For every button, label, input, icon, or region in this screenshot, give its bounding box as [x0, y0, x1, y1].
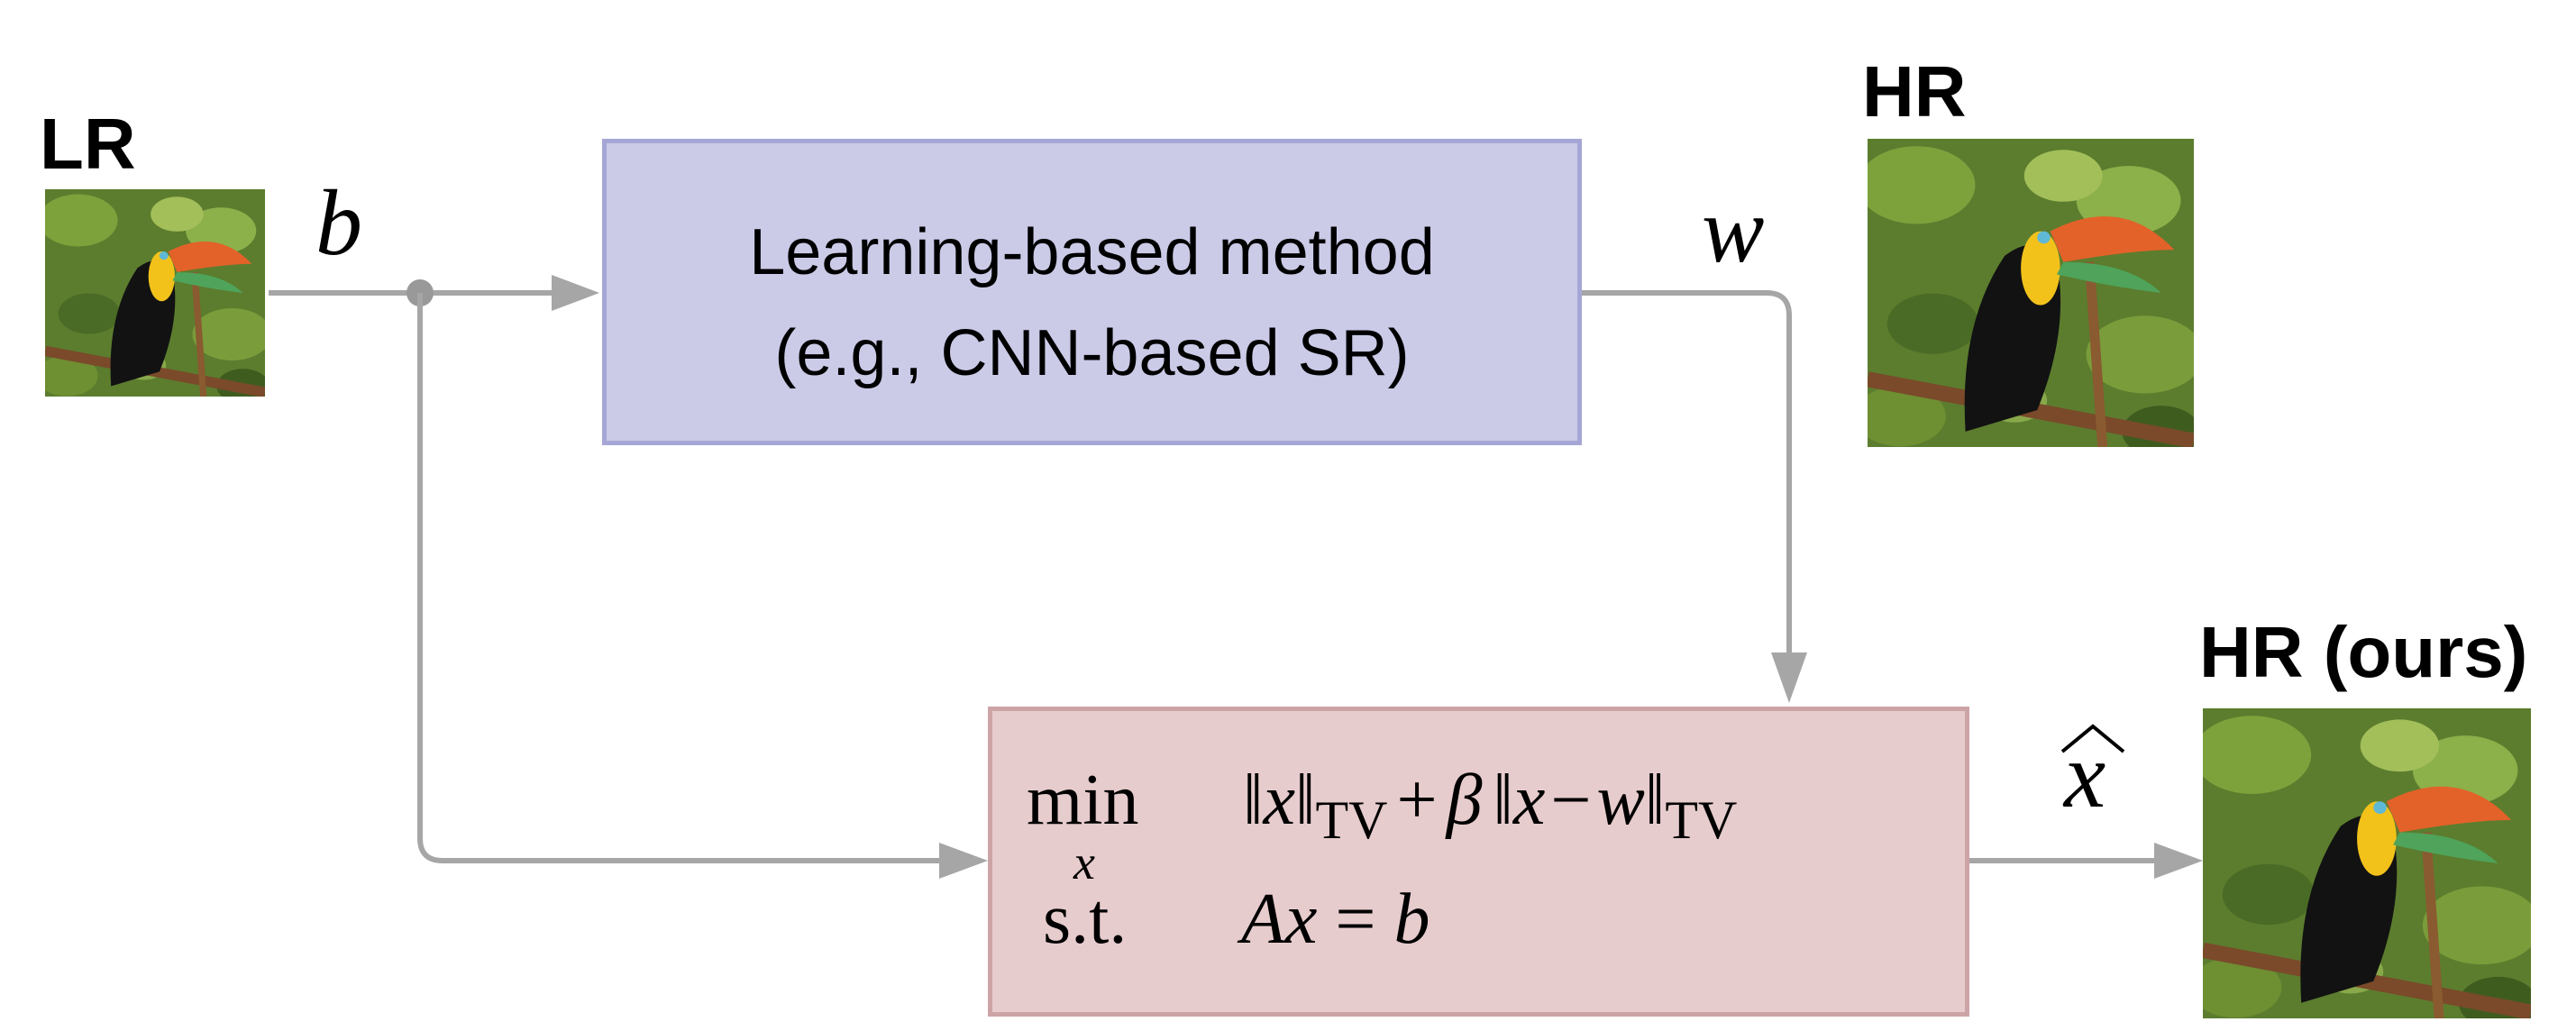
toucan-eye	[2373, 801, 2387, 814]
constraint-A: A	[1241, 880, 1285, 959]
toucan-image	[45, 189, 265, 397]
toucan-beak-lower	[2393, 832, 2498, 863]
norm-bar: ‖	[1294, 761, 1316, 840]
branch-shape	[191, 271, 207, 397]
toucan-chest	[148, 251, 175, 302]
arrow-b-to-optimization	[417, 293, 946, 863]
beta-symbol: β	[1446, 761, 1483, 840]
x-hat-letter: x	[2064, 724, 2106, 827]
objective-x: x	[1263, 761, 1295, 840]
leaf-shape	[45, 194, 118, 247]
leaf-shape	[1886, 293, 1979, 354]
min-operator: min	[1027, 761, 1139, 840]
leaf-shape	[2422, 886, 2531, 965]
hr-ours-image	[2203, 708, 2531, 1018]
toucan-beak	[2386, 786, 2512, 833]
arrowhead-optimization-left	[939, 843, 988, 879]
toucan-image	[1868, 139, 2194, 447]
objective-x2: x	[1512, 761, 1546, 840]
tv-subscript: TV	[1315, 790, 1388, 850]
constraint-b: b	[1393, 880, 1430, 959]
hat-accent	[2060, 724, 2125, 753]
hr-label: HR	[1862, 51, 1967, 132]
arrowhead-learning	[552, 275, 599, 311]
subject-to-label: s.t.	[1043, 880, 1128, 959]
toucan-beak	[168, 241, 252, 272]
leaf-shape	[58, 293, 120, 334]
norm-bar: ‖	[1644, 761, 1666, 840]
minus-sign: −	[1550, 761, 1592, 840]
variable-x-hat: x	[2057, 721, 2129, 827]
toucan-beak-lower	[2056, 261, 2161, 293]
toucan-eye	[2037, 231, 2051, 244]
leaf-shape	[151, 196, 204, 232]
arrowhead-optimization-top	[1771, 652, 1807, 703]
tv-subscript: TV	[1665, 790, 1738, 850]
leaf-shape	[1868, 386, 1946, 447]
arrowhead-output	[2154, 843, 2203, 879]
leaf-shape	[2023, 150, 2103, 202]
variable-b: b	[315, 171, 362, 275]
optimization-box: min x ‖x‖TV+β‖x−w‖TV s.t. Ax=b	[988, 707, 1969, 1017]
toucan-beak-lower	[172, 272, 243, 293]
arrow-w-to-optimization	[1582, 290, 1792, 658]
leaf-shape	[2203, 716, 2312, 794]
lr-image	[45, 189, 265, 397]
branch-shape	[2421, 832, 2444, 1018]
hr-image	[1868, 139, 2194, 447]
leaf-shape	[2203, 956, 2282, 1018]
hr-ours-label: HR (ours)	[2199, 612, 2528, 692]
lr-label: LR	[40, 104, 136, 184]
objective-w: w	[1596, 761, 1645, 840]
leaf-shape	[2222, 863, 2315, 926]
toucan-chest	[2357, 801, 2397, 876]
norm-bar: ‖	[1493, 761, 1513, 840]
equals-sign: =	[1335, 880, 1376, 959]
toucan-beak	[2050, 216, 2175, 262]
leaf-shape	[2360, 719, 2440, 772]
constraint-expression: Ax=b	[1241, 879, 1430, 960]
learning-method-line1: Learning-based method	[749, 216, 1435, 288]
leaf-shape	[45, 355, 98, 397]
norm-bar: ‖	[1243, 761, 1264, 840]
objective-expression: ‖x‖TV+β‖x−w‖TV	[1243, 760, 1737, 850]
leaf-shape	[192, 308, 265, 360]
constraint-x: x	[1284, 880, 1318, 959]
plus-sign: +	[1396, 761, 1438, 840]
toucan-eye	[159, 251, 169, 260]
toucan-image	[2203, 708, 2531, 1018]
variable-w: w	[1702, 178, 1765, 282]
learning-method-box: Learning-based method (e.g., CNN-based S…	[602, 139, 1582, 445]
leaf-shape	[2086, 315, 2194, 394]
learning-method-line2: (e.g., CNN-based SR)	[774, 317, 1410, 389]
branch-shape	[2084, 261, 2108, 447]
toucan-chest	[2021, 231, 2060, 306]
leaf-shape	[1868, 146, 1976, 224]
min-subscript: x	[1073, 835, 1095, 890]
